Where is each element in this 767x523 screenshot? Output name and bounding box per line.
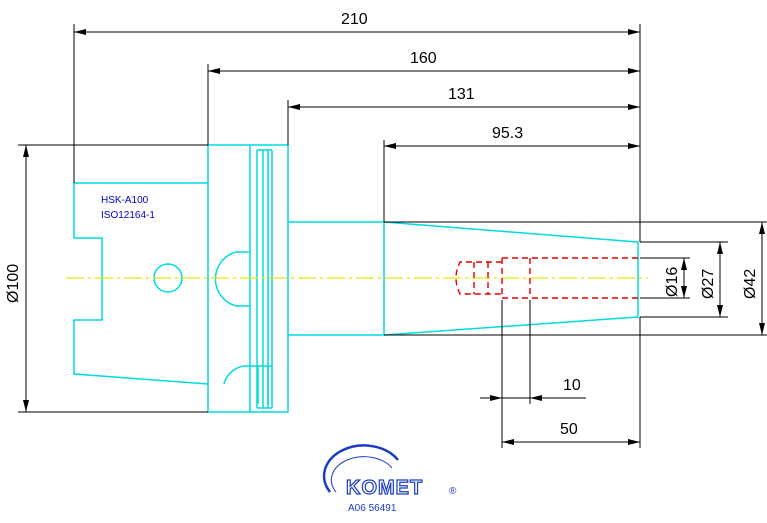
- dim-text-50: 50: [560, 421, 578, 438]
- logo-brand-text: KOMET: [346, 477, 423, 499]
- dim-text-210: 210: [341, 11, 368, 28]
- logo-registered-mark: ®: [449, 486, 457, 497]
- standard-label: ISO12164-1: [101, 210, 155, 221]
- hidden-bore: [455, 257, 638, 299]
- dim-text-d100: Ø100: [5, 264, 22, 303]
- taper-outline: [383, 221, 639, 336]
- dim-text-d16: Ø16: [664, 267, 681, 297]
- collar-outline: [288, 221, 385, 336]
- logo-arc-icon: [322, 444, 399, 493]
- dim-text-95-3: 95.3: [492, 125, 523, 142]
- dim-text-d42: Ø42: [742, 269, 759, 299]
- tool-outline: [73, 144, 639, 413]
- orientation-notch: [214, 251, 250, 307]
- hsk-shank-outline: [73, 182, 209, 385]
- dim-text-131: 131: [448, 86, 475, 103]
- dim-text-d27: Ø27: [700, 269, 717, 299]
- interface-label: HSK-A100: [101, 195, 149, 206]
- flange-outline: [207, 144, 289, 413]
- part-number: A06 56491: [348, 503, 397, 514]
- dimension-lines: [18, 24, 767, 448]
- gripper-groove: [223, 365, 272, 385]
- dim-text-160: 160: [410, 50, 437, 67]
- dimension-arrows: [23, 29, 765, 445]
- dim-text-10: 10: [563, 377, 581, 394]
- komet-logo: KOMET ® A06 56491: [322, 444, 457, 514]
